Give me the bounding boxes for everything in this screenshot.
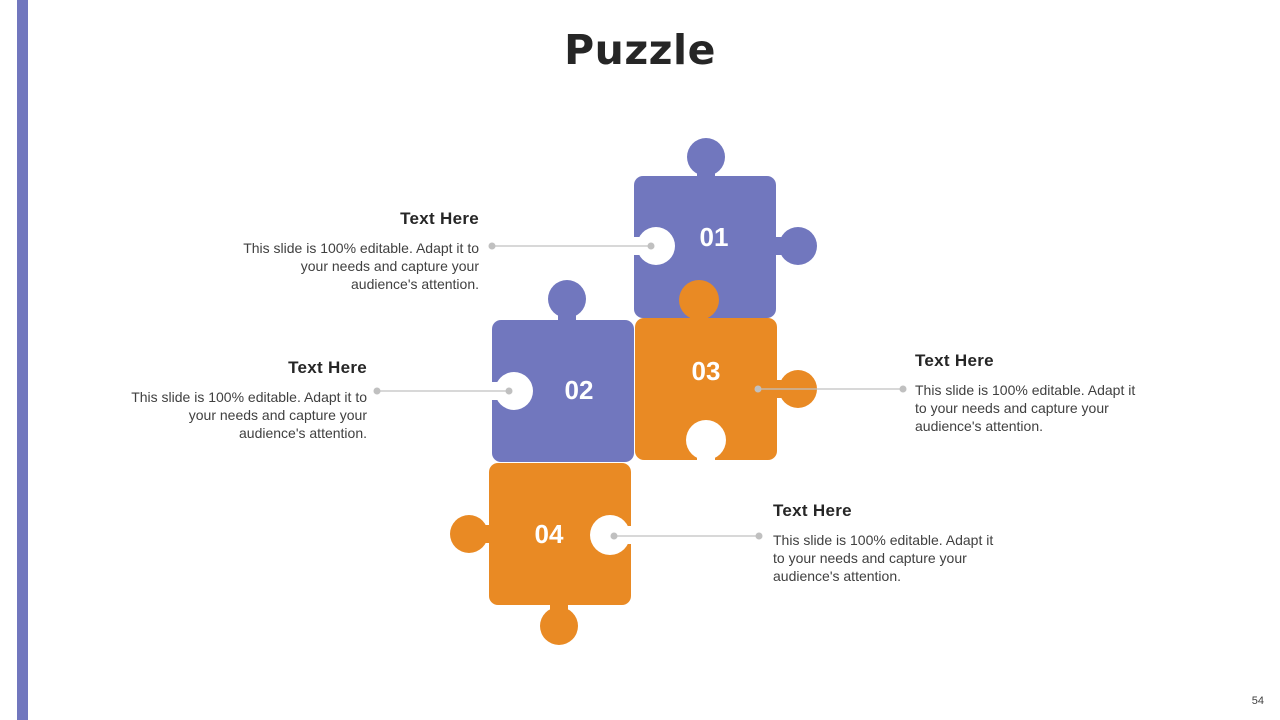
callout-02-body: This slide is 100% editable. Adapt it to…	[131, 389, 367, 441]
piece-number-01: 01	[700, 222, 729, 252]
callout-03: Text Here This slide is 100% editable. A…	[915, 351, 1145, 435]
left-accent-bar	[17, 0, 28, 720]
piece-number-04: 04	[535, 519, 564, 549]
connector-03	[754, 385, 907, 393]
connector-01	[488, 242, 655, 250]
callout-03-body: This slide is 100% editable. Adapt it to…	[915, 382, 1136, 434]
piece-number-03: 03	[692, 356, 721, 386]
piece-number-02: 02	[565, 375, 594, 405]
callout-04: Text Here This slide is 100% editable. A…	[773, 501, 1003, 585]
callout-02-heading: Text Here	[288, 358, 367, 377]
connector-02	[373, 387, 513, 395]
puzzle-piece-04	[450, 463, 633, 645]
page-number: 54	[1251, 695, 1264, 707]
puzzle-piece-03	[635, 280, 817, 462]
callout-02: Text Here This slide is 100% editable. A…	[127, 358, 367, 442]
callout-04-heading: Text Here	[773, 501, 852, 520]
puzzle-piece-02	[492, 280, 634, 462]
connector-04	[610, 532, 763, 540]
callout-04-body: This slide is 100% editable. Adapt it to…	[773, 532, 994, 584]
callout-03-heading: Text Here	[915, 351, 994, 370]
puzzle-piece-01	[634, 138, 817, 318]
callout-01-body: This slide is 100% editable. Adapt it to…	[243, 240, 479, 292]
slide-title: Puzzle	[564, 26, 716, 74]
callout-01-heading: Text Here	[400, 209, 479, 228]
callout-01: Text Here This slide is 100% editable. A…	[239, 209, 479, 293]
